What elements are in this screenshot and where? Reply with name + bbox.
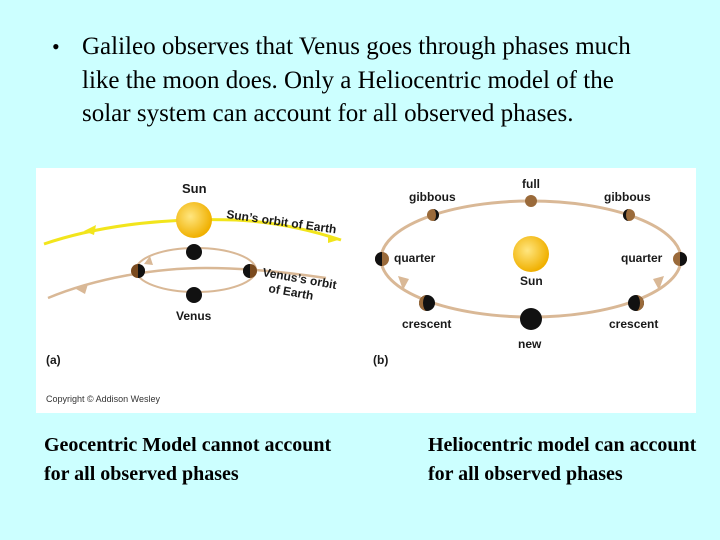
panel-a-tag: (a) [46, 353, 61, 367]
venus-shadow-icon [375, 252, 382, 266]
label-new: new [518, 337, 542, 351]
panel-a: Sun Sun’s orbit of Earth Venus’s orbit o… [44, 181, 341, 367]
venus-full-icon [525, 195, 537, 207]
caption-heliocentric: Heliocentric model can account for all o… [428, 431, 698, 488]
venus-shadow-icon [243, 264, 250, 278]
label-full: full [522, 177, 540, 191]
caption-geocentric: Geocentric Model cannot account for all … [44, 431, 334, 488]
panel-b: Sun full gibbous gibbous quarter quarter… [373, 177, 687, 367]
sun-orbit-label: Sun’s orbit of Earth [226, 207, 338, 236]
sun-icon [513, 236, 549, 272]
label-gibbous-left: gibbous [409, 190, 456, 204]
venus-shadow-icon [680, 252, 687, 266]
copyright-notice: Copyright © Addison Wesley [46, 394, 161, 404]
label-quarter-left: quarter [394, 251, 436, 265]
venus-shadow-icon [138, 264, 145, 278]
panel-b-tag: (b) [373, 353, 388, 367]
bullet-text: Galileo observes that Venus goes through… [82, 30, 642, 131]
figure-canvas: Sun Sun’s orbit of Earth Venus’s orbit o… [36, 168, 696, 413]
bullet-symbol: • [52, 30, 60, 64]
venus-label: Venus [176, 309, 212, 323]
label-quarter-right: quarter [621, 251, 663, 265]
label-crescent-left: crescent [402, 317, 451, 331]
label-gibbous-right: gibbous [604, 190, 651, 204]
venus-icon [186, 287, 202, 303]
sun-icon [176, 202, 212, 238]
venus-phases-figure: Sun Sun’s orbit of Earth Venus’s orbit o… [36, 168, 696, 413]
venus-icon [186, 244, 202, 260]
label-crescent-right: crescent [609, 317, 658, 331]
sun-label: Sun [182, 181, 207, 196]
venus-new-icon [520, 308, 542, 330]
sun-label: Sun [520, 274, 543, 288]
